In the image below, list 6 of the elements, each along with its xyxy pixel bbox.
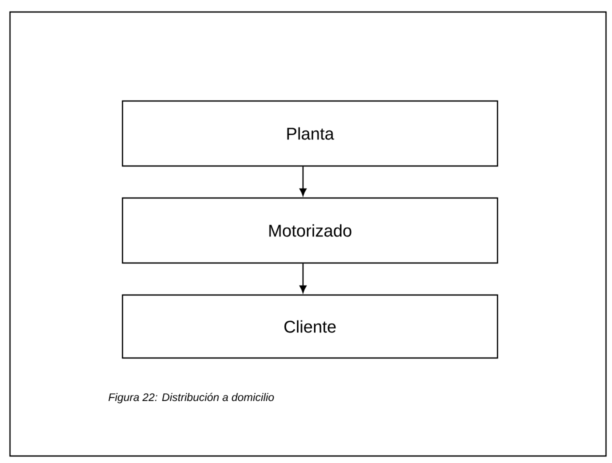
process-box: Motorizado — [122, 197, 498, 264]
process-box: Planta — [122, 100, 498, 167]
process-box: Cliente — [122, 294, 498, 359]
arrow — [300, 264, 306, 293]
figure-caption: Figura 22: Distribución a domicilio — [108, 392, 274, 404]
arrow — [300, 166, 306, 196]
